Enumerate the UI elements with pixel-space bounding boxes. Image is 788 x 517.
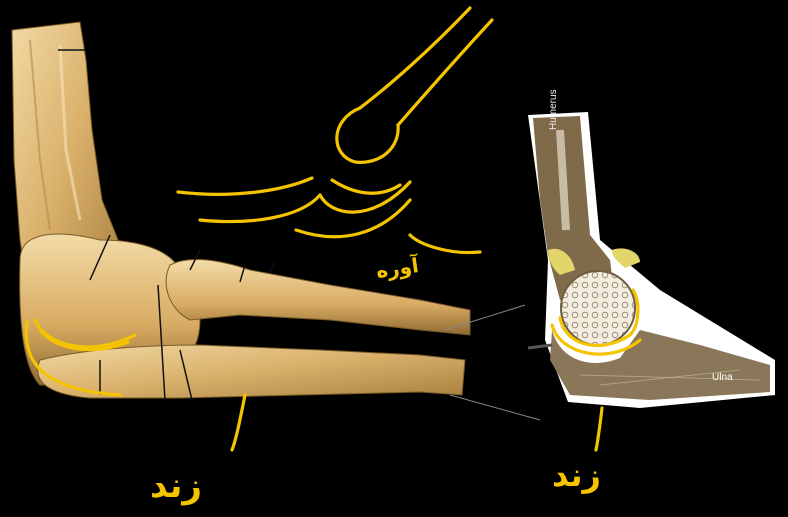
handwritten-label-bottom-left: زند [150,466,202,506]
elbow-section-inset [528,112,775,408]
ulna-label: Ulna [712,372,733,383]
ulna-bone [38,345,465,398]
radius-bone [166,260,470,335]
handwritten-label-bottom-right: زند [552,456,601,494]
humerus-head-section [561,271,635,345]
elbow-specimen [12,22,540,420]
humerus-label: Humerus [548,89,559,130]
